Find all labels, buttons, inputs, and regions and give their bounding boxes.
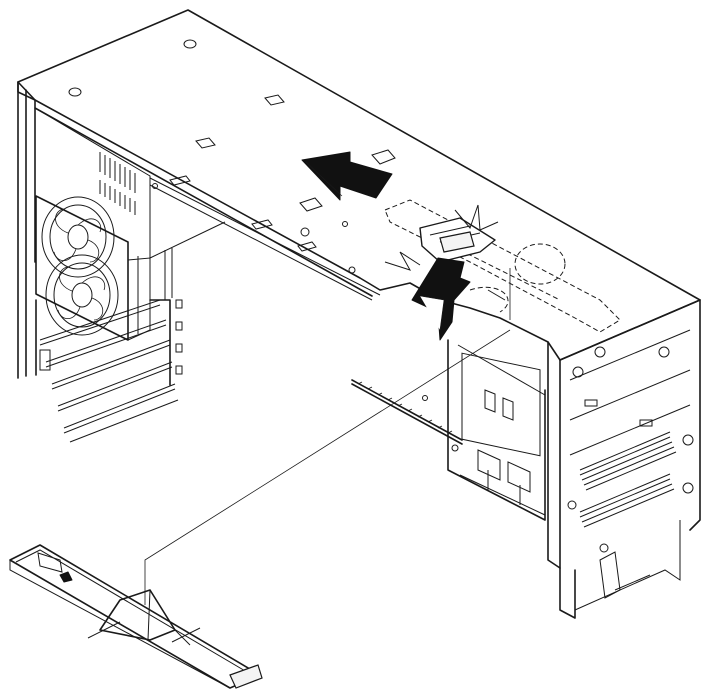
vent-grille [99,152,136,215]
rear-panel [17,81,226,379]
motherboard-tray [422,339,546,521]
removal-arrow-up [411,257,471,341]
upper-fan [41,196,115,278]
system-fans [35,195,151,341]
lower-fan [45,254,119,336]
drive-bay-cage [547,299,701,619]
cable-guide-rail [351,379,463,445]
removal-arrow-left [301,151,393,201]
loose-duct-part [9,544,263,689]
air-baffle-bracket [144,199,621,605]
drive-rails [579,431,677,528]
expansion-slots [35,248,183,443]
